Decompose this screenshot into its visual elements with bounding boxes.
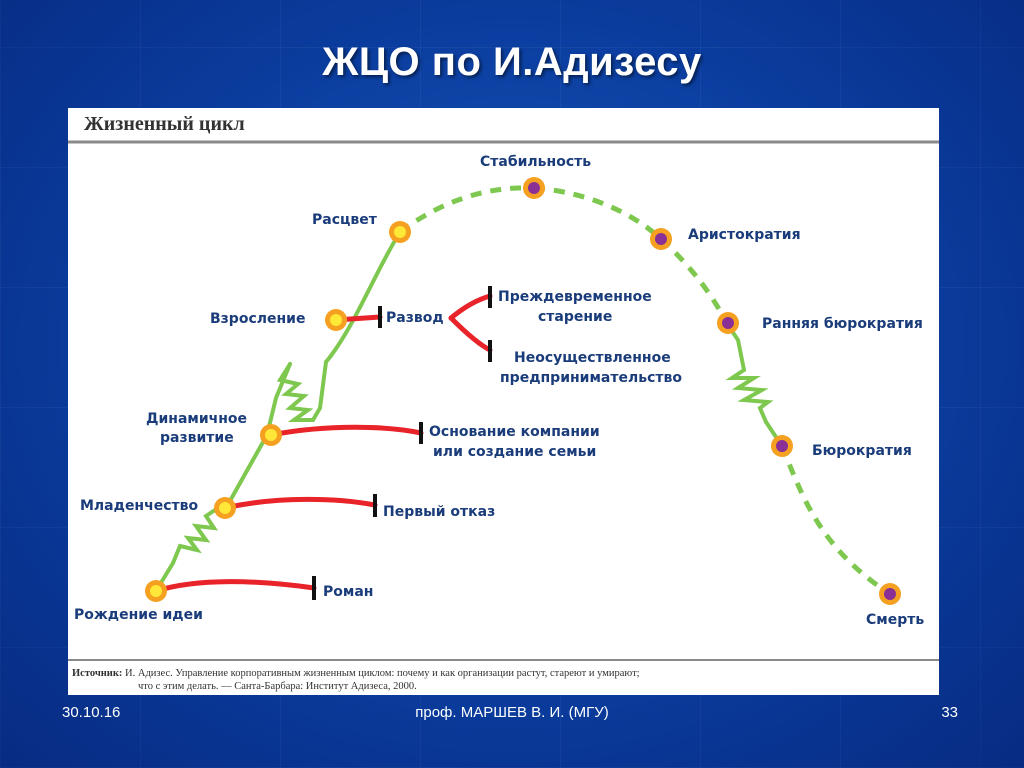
growth-segment [265,362,292,437]
label-unfulfilled-2: предпринимательство [500,370,682,386]
source-line-1: Источник: И. Адизес. Управление корпорат… [72,668,640,679]
label-aristocracy: Аристократия [688,227,801,243]
label-birth: Рождение идеи [74,607,203,623]
dashed-curve [398,185,892,597]
dashed-segment-stability-aristocracy [533,185,663,241]
label-prime: Расцвет [312,212,378,228]
trap-line-founder [268,424,424,438]
slide-title: ЖЦО по И.Адизесу [322,40,702,84]
label-bureaucracy: Бюрократия [812,443,912,459]
node-stability [523,177,545,199]
node-aristocracy [650,228,672,250]
diagram-panel: Жизненный цикл [68,108,939,695]
spring-segment-2 [276,360,328,422]
label-infancy: Младенчество [80,498,198,514]
label-stability: Стабильность [480,154,591,170]
label-adolescence: Взросление [210,311,305,327]
dashed-segment-aristocracy-early [659,237,729,324]
trap-line-romance [153,579,317,594]
node-bureaucracy [771,435,793,457]
trap-labels: Роман Первый отказ Основание компании ил… [323,289,682,600]
label-early-bureaucracy: Ранняя бюрократия [762,316,923,332]
source-text-1: И. Адизес. Управление корпоративным жизн… [125,668,640,679]
spring-segment-1 [171,506,220,565]
label-founder-2: или создание семьи [433,444,596,460]
node-prime [389,221,411,243]
trap-line-premature-aging [448,293,493,321]
source-label: Источник: [72,668,122,679]
stage-labels: Рождение идеи Младенчество Динамичное ра… [74,154,924,628]
spring-segment-3 [725,368,774,424]
label-romance: Роман [323,584,373,600]
growth-segment [324,230,402,364]
figure-heading: Жизненный цикл [84,113,245,135]
node-birth [145,580,167,602]
growth-nodes [145,221,411,602]
label-aging-2: старение [538,309,612,325]
decline-solid-curve [724,320,784,448]
trap-lines [153,293,493,594]
decline-nodes [523,177,901,605]
life-cycle-diagram: Жизненный цикл [68,113,939,692]
label-death: Смерть [866,612,924,628]
node-adolescence [325,309,347,331]
label-unfulfilled-1: Неосуществленное [514,350,671,366]
footer-date: 30.10.16 [62,704,121,721]
label-aging-1: Преждевременное [498,289,652,305]
footer-page-number: 33 [941,704,958,721]
source-line-2: что с этим делать. — Санта-Барбара: Инст… [138,681,417,692]
trap-line-first-fail [222,496,378,511]
trap-end-bars [312,286,492,600]
label-divorce: Развод [386,310,444,326]
label-founder-1: Основание компании [429,424,600,440]
label-gogo-1: Динамичное [146,411,247,427]
dashed-segment-bureaucracy-death [779,445,892,597]
footer-author: проф. МАРШЕВ В. И. (МГУ) [415,704,609,721]
trap-line-unfulfilled [448,315,493,353]
node-early-bureaucracy [717,312,739,334]
label-first-fail: Первый отказ [383,504,495,520]
dashed-segment-prime-stability [398,185,535,235]
label-gogo-2: развитие [160,430,234,446]
node-gogo [260,424,282,446]
node-death [879,583,901,605]
node-infancy [214,497,236,519]
